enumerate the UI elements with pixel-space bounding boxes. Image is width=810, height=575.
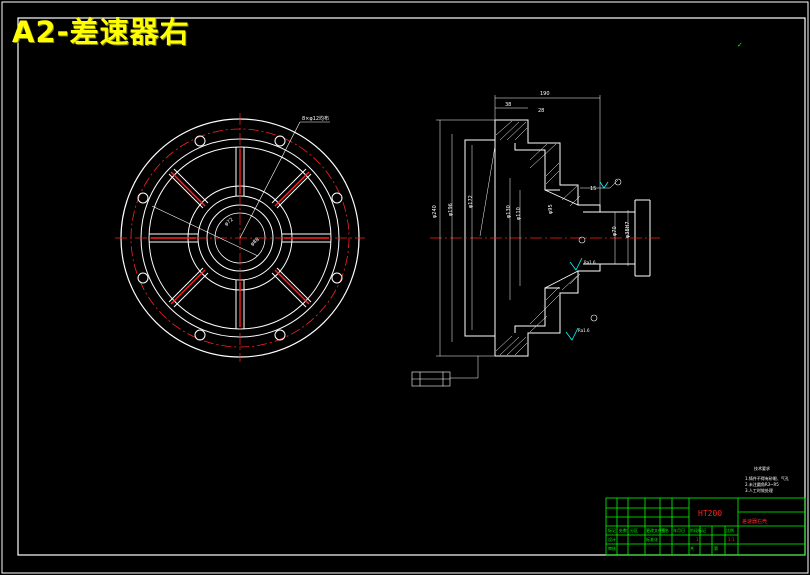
title-block bbox=[605, 497, 806, 556]
svg-text:8×φ12均布: 8×φ12均布 bbox=[302, 115, 329, 122]
svg-text:审核: 审核 bbox=[608, 545, 616, 551]
svg-text:比例: 比例 bbox=[726, 527, 734, 533]
roughness-note: ✓ bbox=[737, 41, 743, 49]
svg-text:φ240: φ240 bbox=[432, 205, 438, 218]
inner-frame bbox=[17, 17, 806, 556]
svg-text:1.铸件不得有砂眼、气孔: 1.铸件不得有砂眼、气孔 bbox=[745, 475, 789, 481]
svg-text:1: 1 bbox=[696, 537, 699, 542]
svg-text:φ196: φ196 bbox=[448, 203, 454, 216]
tolerance-frame bbox=[411, 371, 451, 387]
svg-text:标记: 标记 bbox=[608, 527, 616, 533]
section-dims bbox=[436, 95, 629, 379]
svg-text:φ72: φ72 bbox=[223, 217, 234, 228]
svg-text:φ172: φ172 bbox=[468, 195, 474, 208]
svg-text:分区: 分区 bbox=[630, 527, 638, 533]
svg-text:处数: 处数 bbox=[619, 527, 627, 533]
front-view: 8×φ12均布 φ72 φ88 bbox=[115, 113, 365, 362]
svg-text:38: 38 bbox=[505, 102, 511, 108]
svg-text:φ130: φ130 bbox=[506, 205, 512, 218]
roughness-markers bbox=[565, 181, 609, 341]
svg-text:阶段标记: 阶段标记 bbox=[690, 527, 706, 533]
svg-text:φ38H7: φ38H7 bbox=[625, 221, 631, 238]
svg-text:标准化: 标准化 bbox=[646, 536, 658, 542]
svg-text:更改文件号: 更改文件号 bbox=[646, 527, 666, 533]
ribs bbox=[149, 147, 331, 329]
svg-text:签名: 签名 bbox=[661, 527, 669, 533]
svg-text:年月日: 年月日 bbox=[673, 527, 685, 533]
svg-text:Ra1.6: Ra1.6 bbox=[584, 260, 596, 265]
svg-text:28: 28 bbox=[538, 108, 544, 114]
technical-notes: 技术要求 1.铸件不得有砂眼、气孔 2.未注圆角R3~R5 3.人工时效处理 bbox=[745, 465, 789, 493]
svg-text:共: 共 bbox=[690, 545, 694, 551]
svg-text:3.人工时效处理: 3.人工时效处理 bbox=[745, 487, 773, 493]
hatch bbox=[495, 120, 581, 356]
drawing-title: A2-差速器右 bbox=[12, 15, 190, 49]
svg-text:1:1: 1:1 bbox=[728, 537, 735, 542]
svg-text:设计: 设计 bbox=[608, 536, 616, 542]
svg-text:15: 15 bbox=[590, 186, 596, 192]
svg-text:φ88: φ88 bbox=[249, 237, 260, 248]
svg-text:φ70: φ70 bbox=[612, 226, 618, 236]
svg-text:φ110: φ110 bbox=[516, 207, 522, 220]
svg-text:190: 190 bbox=[540, 91, 550, 97]
svg-text:φ95: φ95 bbox=[548, 204, 554, 214]
svg-text:技术要求: 技术要求 bbox=[754, 465, 770, 471]
svg-text:第: 第 bbox=[714, 545, 718, 551]
bolt-holes bbox=[137, 135, 343, 341]
svg-text:Ra1.6: Ra1.6 bbox=[578, 328, 590, 333]
svg-text:2.未注圆角R3~R5: 2.未注圆角R3~R5 bbox=[745, 481, 779, 487]
